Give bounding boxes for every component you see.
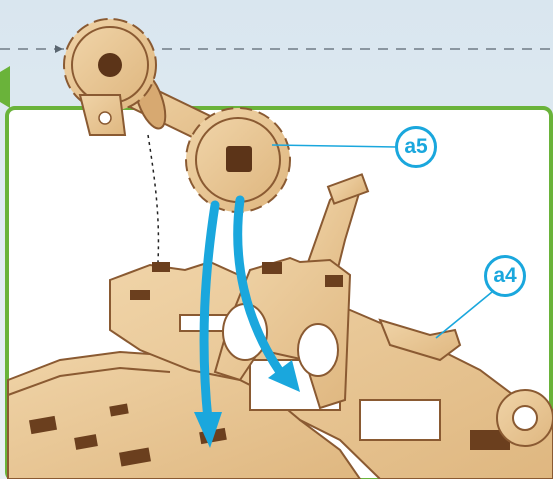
alignment-line: [147, 134, 160, 263]
gear-small: [185, 107, 291, 213]
step-marker: [0, 66, 10, 108]
a5-leader-line: [271, 144, 398, 148]
callout-a5: a5: [395, 126, 437, 168]
motion-arrows: [194, 195, 300, 448]
callout-a4: a4: [484, 255, 526, 297]
a4-leader-line: [435, 291, 493, 339]
guide-arrow-icon: [55, 45, 63, 53]
gear-large: [63, 18, 157, 136]
ring-part: [496, 389, 553, 447]
